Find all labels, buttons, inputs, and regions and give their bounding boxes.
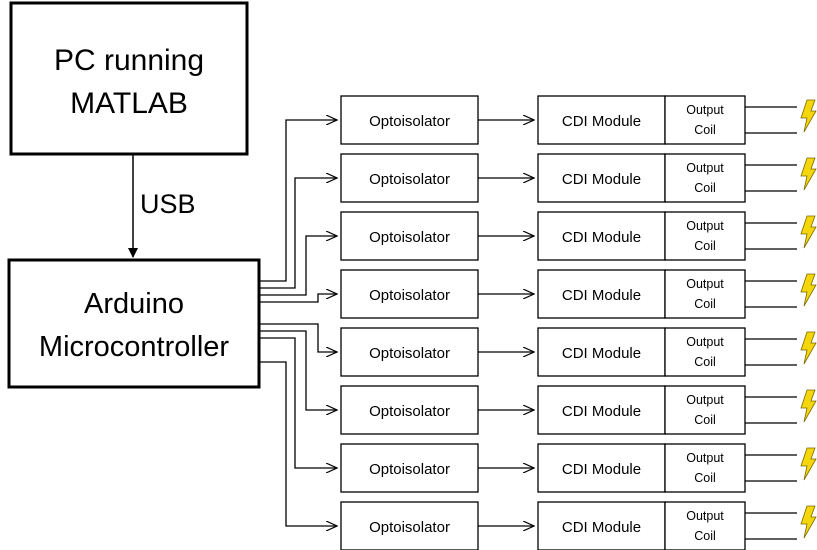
pc-box-label-line1: PC running [54, 44, 204, 77]
optoisolator-box [340, 385, 479, 435]
output-coil-box [664, 443, 746, 493]
lightning-bolt-icon [800, 215, 817, 249]
optoisolator-box [340, 269, 479, 319]
optoisolator-label: Optoisolator [369, 287, 450, 304]
output-coil-label-line2: Coil [694, 413, 716, 427]
cdi-module-label: CDI Module [562, 171, 641, 188]
optoisolator-box [340, 153, 479, 203]
control-wire [259, 236, 337, 296]
lightning-bolt-icon [800, 389, 817, 423]
optoisolator-label: Optoisolator [369, 229, 450, 246]
output-coil-label-line1: Output [686, 335, 724, 349]
output-coil-label-line2: Coil [694, 471, 716, 485]
cdi-module-label: CDI Module [562, 345, 641, 362]
output-coil-label-line1: Output [686, 277, 724, 291]
control-wire [259, 294, 337, 303]
output-coil-label-line1: Output [686, 161, 724, 175]
output-coil-label-line1: Output [686, 393, 724, 407]
cdi-module-label: CDI Module [562, 287, 641, 304]
optoisolator-box [340, 501, 479, 550]
optoisolator-label: Optoisolator [369, 345, 450, 362]
lightning-bolt-icon [800, 157, 817, 191]
output-coil-box [664, 211, 746, 261]
lightning-bolt-icon [800, 273, 817, 307]
pc-box: PC running MATLAB [9, 1, 249, 156]
output-coil-label-line2: Coil [694, 239, 716, 253]
pc-box-label-line2: MATLAB [70, 87, 188, 120]
cdi-module-label: CDI Module [562, 403, 641, 420]
cdi-module-box [537, 211, 666, 261]
optoisolator-label: Optoisolator [369, 461, 450, 478]
lightning-bolt-icon [800, 447, 817, 481]
output-coil-label-line2: Coil [694, 123, 716, 137]
optoisolator-label: Optoisolator [369, 113, 450, 130]
output-coil-label-line2: Coil [694, 355, 716, 369]
output-coil-label-line2: Coil [694, 529, 716, 543]
optoisolator-box [340, 95, 479, 145]
optoisolator-label: Optoisolator [369, 519, 450, 536]
control-wire [259, 178, 337, 289]
cdi-module-label: CDI Module [562, 229, 641, 246]
output-coil-label-line1: Output [686, 219, 724, 233]
optoisolator-box [340, 327, 479, 377]
output-coil-box [664, 269, 746, 319]
control-wire [259, 330, 337, 410]
output-coil-box [664, 385, 746, 435]
cdi-module-label: CDI Module [562, 519, 641, 536]
control-wire [259, 337, 337, 468]
cdi-module-box [537, 327, 666, 377]
output-coil-label-line2: Coil [694, 297, 716, 311]
microcontroller-box: Arduino Microcontroller [7, 258, 261, 389]
output-coil-box [664, 327, 746, 377]
cdi-module-label: CDI Module [562, 113, 641, 130]
output-coil-label-line2: Coil [694, 181, 716, 195]
output-coil-box [664, 95, 746, 145]
output-coil-label-line1: Output [686, 451, 724, 465]
control-wire [259, 323, 337, 352]
microcontroller-label-line1: Arduino [84, 288, 184, 320]
output-coil-label-line1: Output [686, 103, 724, 117]
optoisolator-label: Optoisolator [369, 403, 450, 420]
cdi-module-box [537, 269, 666, 319]
lightning-bolt-icon [800, 99, 817, 133]
optoisolator-label: Optoisolator [369, 171, 450, 188]
output-coil-label-line1: Output [686, 509, 724, 523]
output-coil-box [664, 501, 746, 550]
control-wire [259, 120, 337, 282]
lightning-bolt-icon [800, 505, 817, 539]
control-wire [259, 361, 337, 526]
usb-label: USB [140, 189, 196, 219]
microcontroller-label-line2: Microcontroller [39, 331, 229, 363]
cdi-module-label: CDI Module [562, 461, 641, 478]
output-coil-box [664, 153, 746, 203]
lightning-bolt-icon [800, 331, 817, 365]
